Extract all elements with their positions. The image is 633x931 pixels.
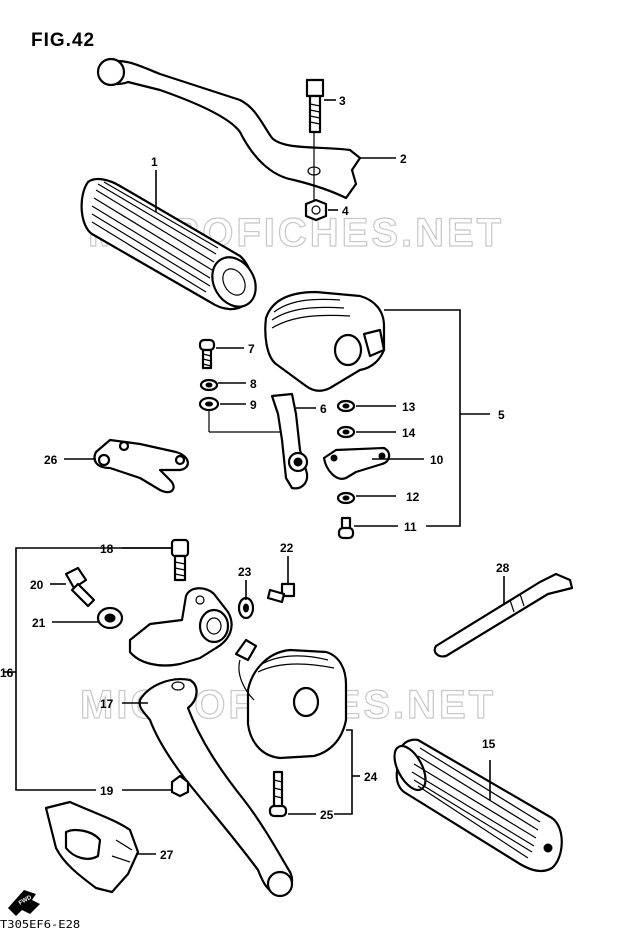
callout-17: 17 [100,697,114,711]
leader-lines [4,99,505,855]
callout-9: 9 [250,398,257,412]
bolt-18 [170,538,190,582]
screw-22 [266,582,296,604]
callout-10: 10 [430,453,444,467]
callout-12: 12 [406,490,420,504]
callout-28: 28 [496,561,510,575]
callout-2: 2 [400,152,407,166]
switch-housing-upper [264,290,386,392]
switch-cover-27 [44,800,140,894]
clutch-lever-upper [96,57,362,200]
nut-4 [304,198,328,222]
callout-7: 7 [248,342,255,356]
figure-code: T305EF6-E28 [0,918,81,931]
callout-1: 1 [151,155,158,169]
callout-8: 8 [250,377,257,391]
callout-6: 6 [320,402,327,416]
strap-28 [433,572,574,658]
callout-5: 5 [498,408,505,422]
nut-19 [170,774,190,798]
callout-23: 23 [238,565,252,579]
callout-25: 25 [320,808,334,822]
callout-21: 21 [32,616,46,630]
callout-3: 3 [339,94,346,108]
callout-20: 20 [30,578,44,592]
callout-22: 22 [280,541,294,555]
switch-housing-lower [234,638,348,760]
callout-19: 19 [100,784,114,798]
forward-arrow-icon: FWD [8,890,40,916]
callout-16: 16 [0,666,14,680]
callout-labels: 1 2 3 4 5 6 7 8 9 10 11 12 13 14 15 16 1… [0,94,510,862]
screw-25 [268,770,288,818]
callout-4: 4 [342,204,349,218]
switch-lever-6 [270,392,309,490]
callout-18: 18 [100,542,114,556]
bolt-3 [305,78,325,134]
brake-lever-17 [138,678,294,898]
callout-24: 24 [364,770,378,784]
callout-13: 13 [402,400,416,414]
callout-26: 26 [44,453,58,467]
screw-20 [64,566,96,608]
bracket-26 [93,438,189,494]
screw-11 [337,516,355,540]
figure-title: FIG.42 [31,30,96,51]
lever-holder-16 [128,587,233,667]
callout-11: 11 [404,520,417,534]
screw-7 [198,338,216,370]
callout-14: 14 [402,426,416,440]
plate-10 [322,446,391,480]
callout-27: 27 [160,848,174,862]
callout-15: 15 [482,737,496,751]
grip-left [80,177,257,311]
washer-21 [96,606,124,630]
grip-right [393,738,563,873]
